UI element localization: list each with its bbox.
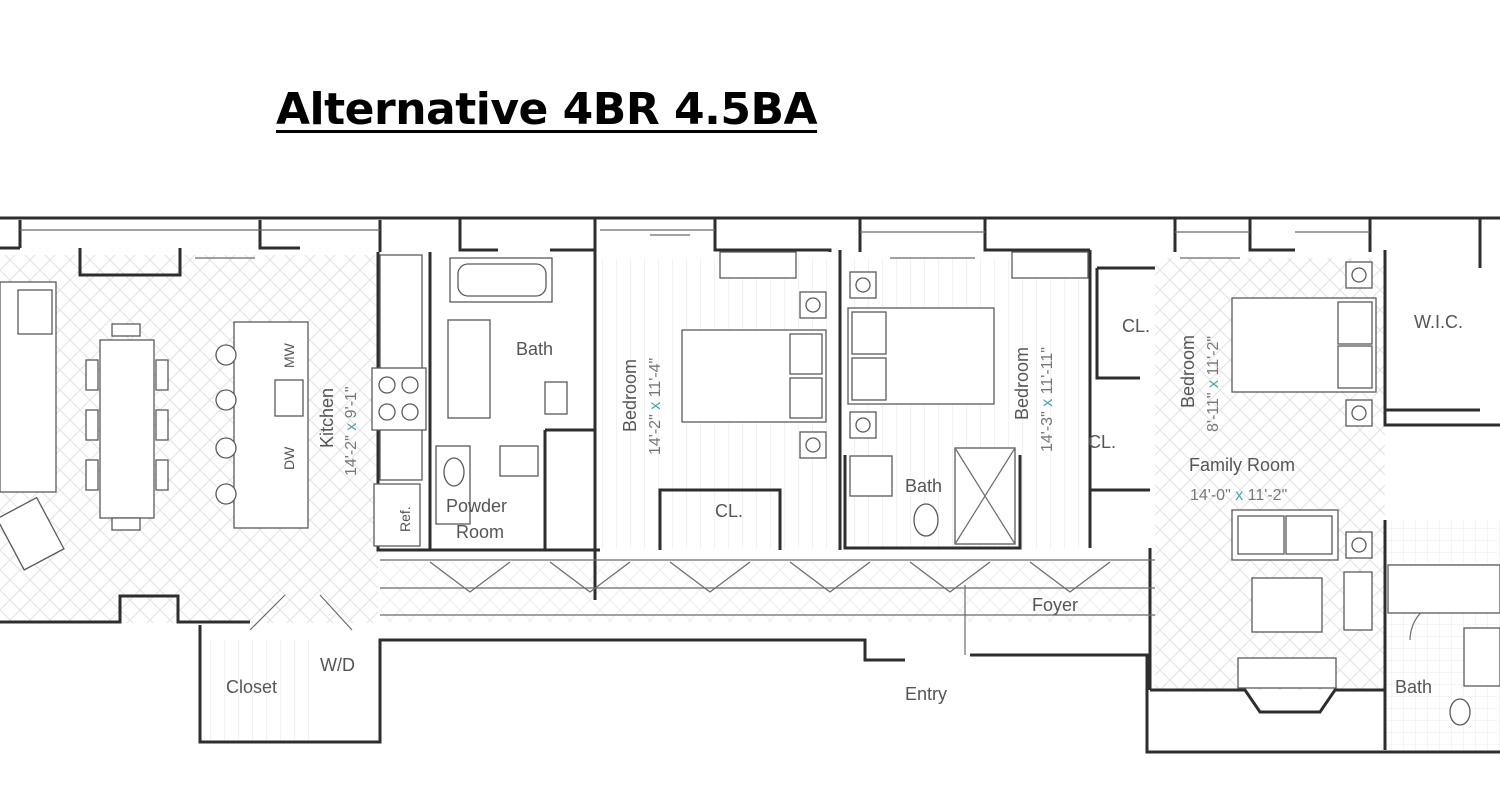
furniture [0,251,1500,726]
microwave-label: MW [281,342,297,368]
toilet [544,381,568,415]
refrigerator [373,483,421,547]
dishwasher-label: DW [281,446,297,470]
vanity [447,319,491,419]
dining-table [99,339,155,519]
closet-1-label: CL. [715,501,743,521]
kitchen-island [233,321,309,529]
bath-1-label: Bath [516,339,553,359]
coffee-table [1251,577,1323,633]
detail-lines [20,229,1451,655]
kitchen-label: Kitchen [317,388,337,448]
family-room-label: Family Room [1189,455,1295,475]
bath-2-label: Bath [905,476,942,496]
bedroom-2-dimensions: 14'-3" x 11'-11" [1039,347,1056,452]
bedroom-3-label: Bedroom [1178,335,1198,408]
entry-label: Entry [905,684,947,704]
wic-label: W.I.C. [1414,312,1463,332]
washer-dryer-label: W/D [320,655,355,675]
bedroom-3-dimensions: 8'-11" x 11'-2" [1205,336,1222,432]
powder-room-label-line1: Powder [446,496,507,516]
closet-2-label: CL. [1088,432,1116,452]
foyer-label: Foyer [1032,595,1078,615]
bath-3-label: Bath [1395,677,1432,697]
bedroom-1-label: Bedroom [620,359,640,432]
double-vanity [1387,564,1500,614]
toilet-2 [913,503,939,537]
powder-room-label-line2: Room [456,522,504,542]
bedroom-1-dimensions: 14'-2" x 11'-4" [647,358,664,455]
closet-label: Closet [226,677,277,697]
room-labels: Kitchen 14'-2" x 9'-1" DW MW Ref. Bath P… [226,312,1463,704]
closet-3-label: CL. [1122,316,1150,336]
bedroom-2-label: Bedroom [1012,347,1032,420]
plan-title: Alternative 4BR 4.5BA [276,84,818,135]
refrigerator-label: Ref. [397,506,413,532]
kitchen-dimensions: 14'-2" x 9'-1" [343,386,360,476]
family-room-dimensions: 14'-0" x 11'-2" [1190,487,1287,504]
range-stove [371,367,427,431]
walls [0,216,1500,754]
